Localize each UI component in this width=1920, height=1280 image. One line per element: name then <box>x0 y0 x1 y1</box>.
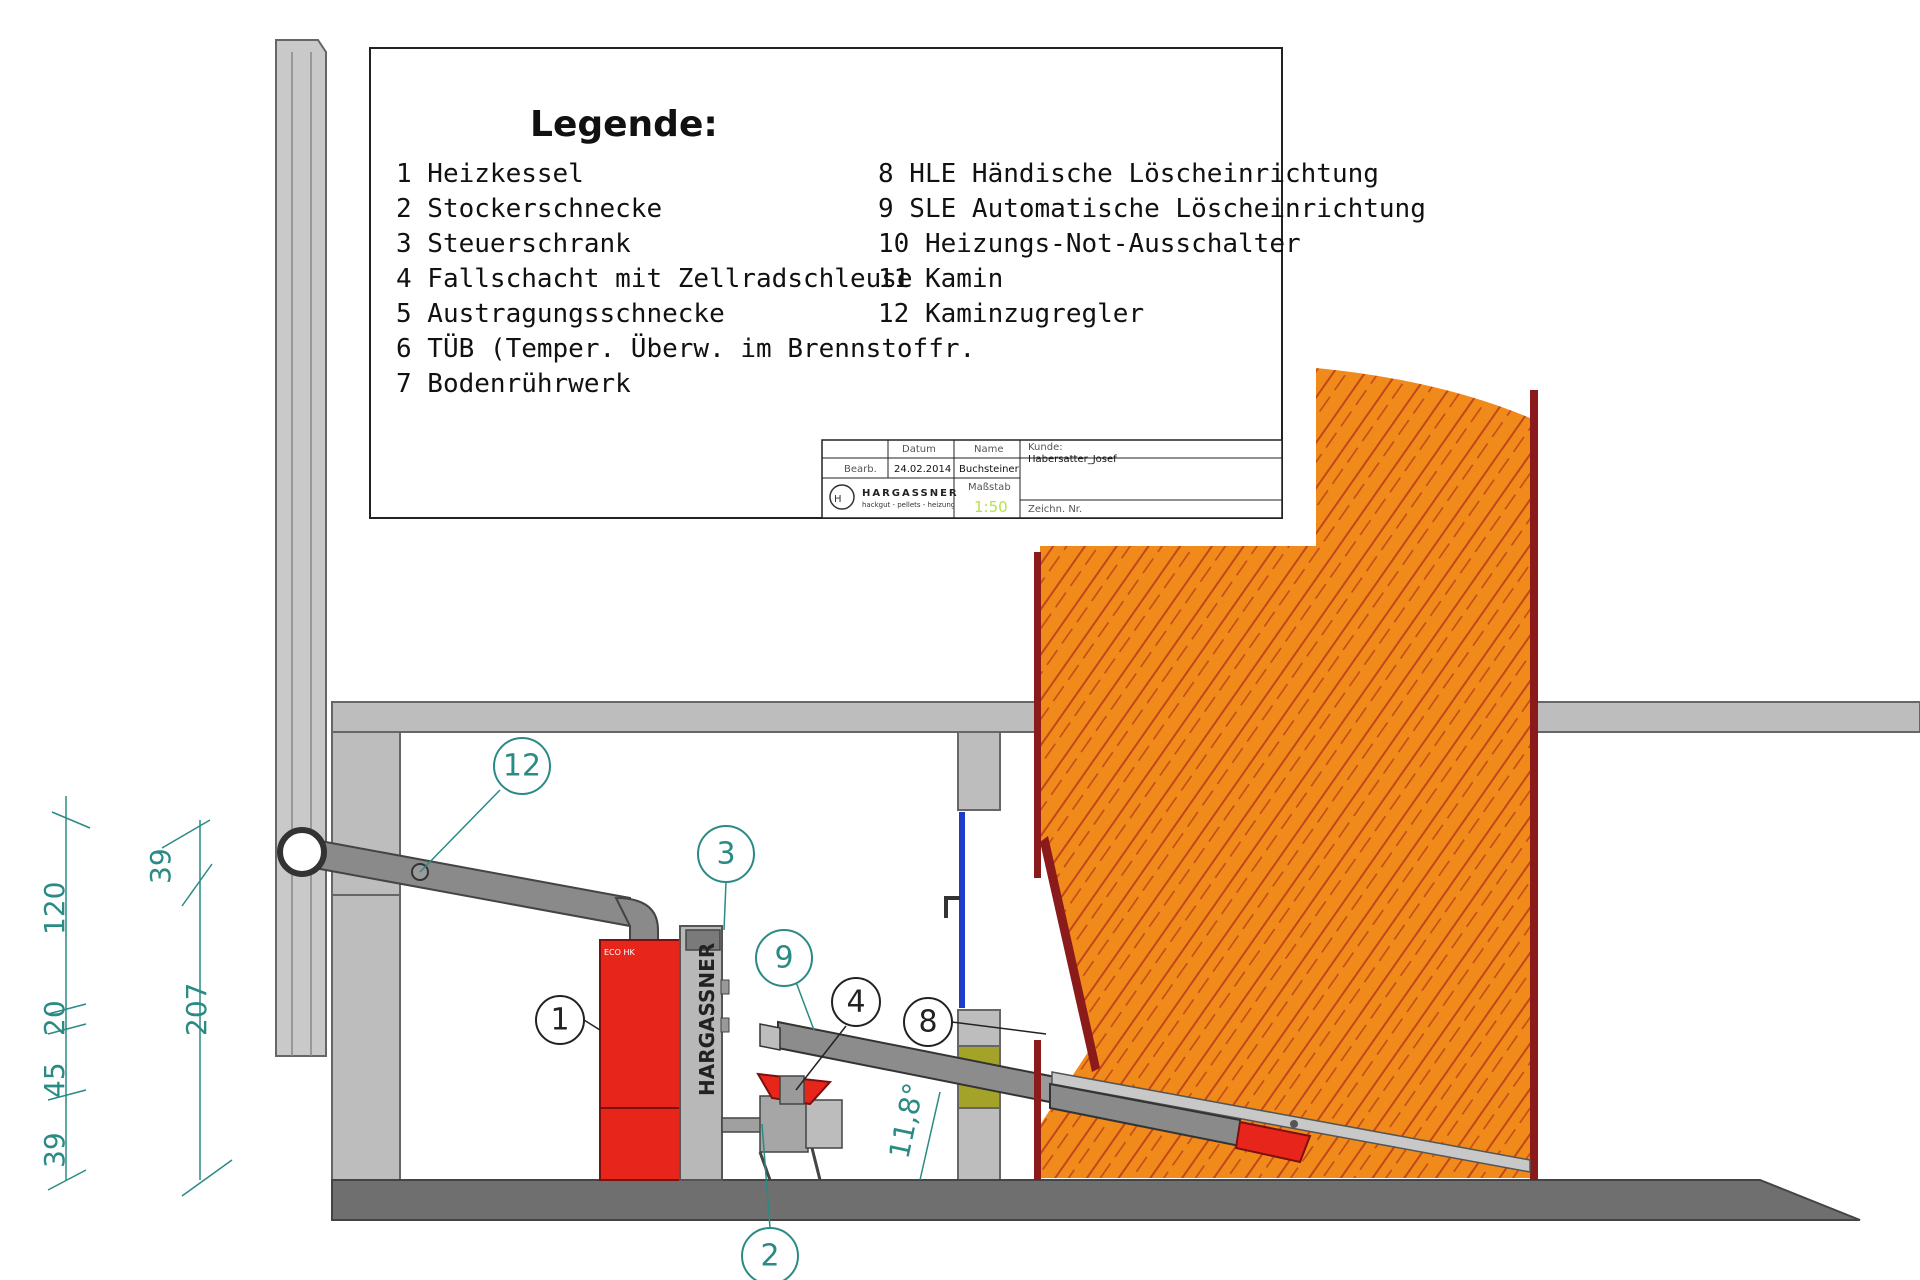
callout-8-label: 8 <box>918 1005 937 1040</box>
massstab-value: 1:50 <box>974 498 1008 516</box>
legend-item: 8 HLE Händische Löscheinrichtung <box>878 159 1379 189</box>
callout-2-label: 2 <box>760 1239 779 1274</box>
bunker-front-wall-upper <box>1034 552 1041 878</box>
building-structure <box>331 701 1920 1221</box>
legend-item: 10 Heizungs-Not-Ausschalter <box>878 229 1301 259</box>
legend-item: 2 Stockerschnecke <box>396 194 662 224</box>
legend-item: 3 Steuerschrank <box>396 229 631 259</box>
flue-connector-ring <box>277 827 327 877</box>
dimension-lines <box>47 796 941 1197</box>
legend-title: Legende: <box>530 104 718 145</box>
legend-item: 12 Kaminzugregler <box>878 299 1144 329</box>
company-logo-icon <box>829 484 855 510</box>
dim-39-middle: 39 <box>144 848 177 884</box>
dim-angle: 11,8° <box>883 1080 931 1162</box>
callout-12 <box>493 737 551 795</box>
kunde-label: Kunde: <box>1028 442 1063 453</box>
company-tagline: hackgut - pellets - heizung <box>862 501 955 509</box>
callout-4 <box>831 977 881 1027</box>
callout-1-label: 1 <box>550 1003 569 1038</box>
callout-2 <box>741 1227 799 1280</box>
legend-item: 9 SLE Automatische Löscheinrichtung <box>878 194 1426 224</box>
callout-3-label: 3 <box>716 837 735 872</box>
control-cabinet <box>685 929 721 951</box>
callout-3 <box>697 825 755 883</box>
legend-item: 6 TÜB (Temper. Überw. im Brennstoffr. <box>396 332 975 364</box>
callout-9-label: 9 <box>774 941 793 976</box>
left-wall <box>331 731 401 1181</box>
floor-slab <box>331 1179 1861 1221</box>
svg-text:H: H <box>834 494 842 505</box>
flue-pipe <box>277 827 659 949</box>
fuel-bunker <box>1034 368 1538 1180</box>
company-name: HARGASSNER <box>862 488 959 499</box>
boiler-body <box>599 939 681 1181</box>
legend-item: 5 Austragungsschnecke <box>396 299 725 329</box>
partition-wall-upper <box>957 731 1001 811</box>
dim-120: 120 <box>38 882 71 935</box>
legend-item: 7 Bodenrührwerk <box>396 369 631 399</box>
legend-panel: Legende: 1 Heizkessel 2 Stockerschnecke … <box>369 47 1426 519</box>
callouts: 12 3 9 4 8 1 2 <box>419 737 1047 1280</box>
dim-20: 20 <box>38 1000 71 1036</box>
name-label: Name <box>974 444 1004 455</box>
legend-item: 1 Heizkessel <box>396 159 584 189</box>
dim-39-left: 39 <box>38 1132 71 1168</box>
callout-1 <box>535 995 585 1045</box>
dim-207: 207 <box>180 983 213 1036</box>
zeichn-label: Zeichn. Nr. <box>1028 504 1082 515</box>
door-handle <box>944 896 960 918</box>
chimney <box>275 39 327 1057</box>
stoker-assembly <box>721 1072 843 1181</box>
massstab-label: Maßstab <box>968 482 1011 493</box>
title-block: Datum Name Kunde: Habersatter_Josef Bear… <box>821 439 1283 519</box>
bearb-label: Bearb. <box>844 464 877 475</box>
legend-item: 11 Kamin <box>878 264 1003 294</box>
boiler-side-panel <box>679 925 723 1181</box>
boiler: ECO HK HARGASSNER <box>599 925 730 1181</box>
boiler-brand-label: HARGASSNER <box>695 943 719 1096</box>
legend-item: 4 Fallschacht mit Zellradschleuse <box>396 264 913 294</box>
bunker-front-wall-lower <box>1034 1040 1041 1180</box>
callout-12-label: 12 <box>503 749 541 784</box>
door <box>959 812 965 1008</box>
datum-label: Datum <box>902 444 936 455</box>
callout-9 <box>755 929 813 987</box>
kunde-value: Habersatter_Josef <box>1028 454 1117 465</box>
wood-chip-pile <box>1038 368 1530 1178</box>
callout-4-label: 4 <box>846 985 865 1020</box>
name-value: Buchsteiner <box>959 464 1020 475</box>
bunker-back-wall <box>1530 390 1538 1180</box>
bunker-baffle <box>1040 836 1100 1072</box>
dim-45: 45 <box>38 1062 71 1098</box>
agitator-arm <box>1234 1120 1312 1164</box>
boiler-model-label: ECO HK <box>604 948 635 957</box>
callout-8 <box>903 997 953 1047</box>
date-value: 24.02.2014 <box>894 464 951 475</box>
